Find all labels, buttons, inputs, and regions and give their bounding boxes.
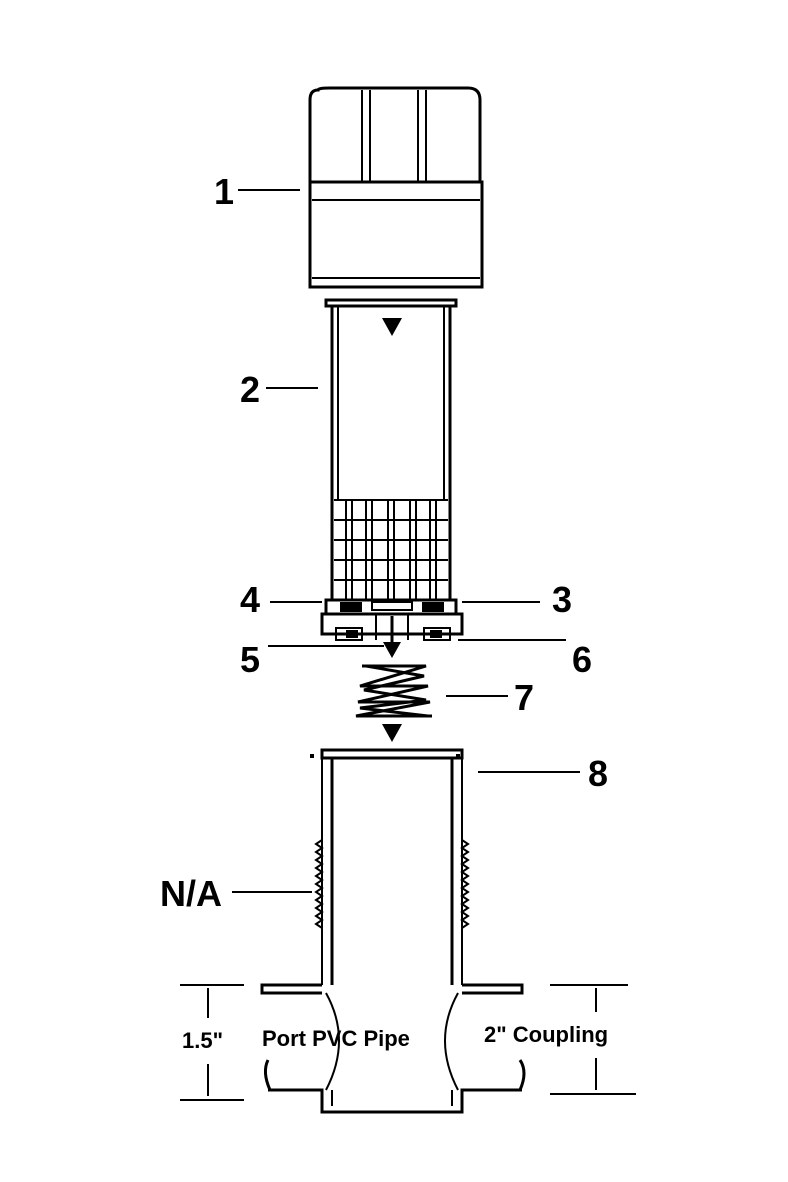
part-5-plunger-arrow — [383, 616, 401, 658]
part-7-spring — [355, 664, 432, 742]
callout-7: 7 — [514, 677, 534, 718]
callout-6: 6 — [572, 639, 592, 680]
thread-left — [314, 839, 324, 929]
insert-arrow-2 — [382, 724, 402, 742]
callout-3: 3 — [552, 579, 572, 620]
insert-arrow-1 — [382, 318, 402, 336]
part-1-cap — [308, 86, 484, 289]
dimension-lines — [180, 984, 636, 1101]
callout-4: 4 — [240, 579, 260, 620]
pipe-label: Port PVC Pipe — [262, 1026, 410, 1051]
callout-5: 5 — [240, 639, 260, 680]
part-8-housing-body — [260, 748, 526, 1114]
basket-slots — [334, 499, 448, 600]
callout-8: 8 — [588, 753, 608, 794]
part-2-strainer-basket — [324, 298, 458, 600]
dimension-height-label: 1.5" — [182, 1028, 223, 1053]
leader-lines — [232, 189, 580, 893]
callout-2: 2 — [240, 369, 260, 410]
callout-na: N/A — [160, 873, 222, 914]
coupling-label: 2" Coupling — [484, 1022, 608, 1047]
thread-right — [460, 839, 470, 929]
callout-1: 1 — [214, 171, 234, 212]
